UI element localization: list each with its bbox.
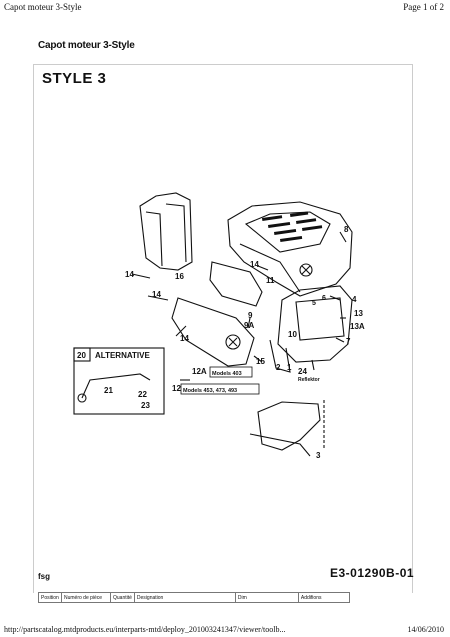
callout-14: 14 <box>250 260 259 269</box>
col-designation: Designation <box>133 592 236 603</box>
callout-14: 14 <box>125 270 134 279</box>
col-additions: Addifions <box>297 592 350 603</box>
col-quantity: Quantité <box>110 592 135 603</box>
callout-5: 5 <box>312 300 316 307</box>
col-part-number: Numéro de pièce <box>61 592 111 603</box>
callout-14: 14 <box>152 290 161 299</box>
callout-4: 4 <box>352 295 357 304</box>
callout-24: 24 <box>298 367 307 376</box>
dash-panel-front <box>145 211 163 267</box>
callout-8: 8 <box>344 225 349 234</box>
callout-13: 13 <box>354 309 363 318</box>
front-nose <box>277 285 353 363</box>
callout-12: 12 <box>172 384 181 393</box>
front-grille <box>171 297 255 367</box>
page-title: Capot moteur 3-Style <box>38 40 135 51</box>
callout-11: 11 <box>266 276 275 285</box>
callout-22: 22 <box>138 390 147 399</box>
document-id: E3-01290B-01 <box>330 566 415 580</box>
dash-panel <box>139 192 193 271</box>
diagram-frame <box>33 64 413 593</box>
footer-url[interactable]: http://partscatalog.mtdproducts.eu/inter… <box>4 625 286 634</box>
callout-7: 7 <box>346 337 351 346</box>
callout-10: 10 <box>288 330 297 339</box>
col-dim: Dim <box>234 592 299 603</box>
rod <box>81 373 151 399</box>
lower-frame <box>257 401 321 451</box>
models-453-label: Models 453, 473, 493 <box>183 388 237 394</box>
callout-13a: 13A <box>350 322 365 331</box>
callout-15: 15 <box>256 357 265 366</box>
style-label: STYLE 3 <box>42 70 107 87</box>
fsg-label: fsg <box>38 572 50 581</box>
callout-23: 23 <box>141 401 150 410</box>
callout-12a: 12A <box>192 367 207 376</box>
alternative-label: ALTERNATIVE <box>95 351 150 360</box>
col-position: Position <box>38 592 62 603</box>
alternative-box <box>73 347 165 415</box>
callout-20: 20 <box>77 351 86 360</box>
callout-16: 16 <box>175 272 184 281</box>
page-indicator: Page 1 of 2 <box>403 2 444 12</box>
models-403-label: Models 403 <box>212 371 242 377</box>
callout-9: 9 <box>248 311 253 320</box>
callout-14: 14 <box>180 334 189 343</box>
grille-upper <box>209 261 263 307</box>
callout-9a: 9A <box>244 321 254 330</box>
hood-top <box>227 201 353 297</box>
callout-21: 21 <box>104 386 113 395</box>
callout-3: 3 <box>316 451 321 460</box>
callout-1: 1 <box>287 363 292 372</box>
window-title: Capot moteur 3-Style <box>4 2 82 12</box>
callout-2: 2 <box>276 363 281 372</box>
reflektor-label: Reflektor <box>298 377 320 383</box>
footer-date: 14/06/2010 <box>407 625 444 634</box>
callout-6: 6 <box>322 295 326 302</box>
parts-table-header: Position Numéro de pièce Quantité Design… <box>38 592 350 603</box>
